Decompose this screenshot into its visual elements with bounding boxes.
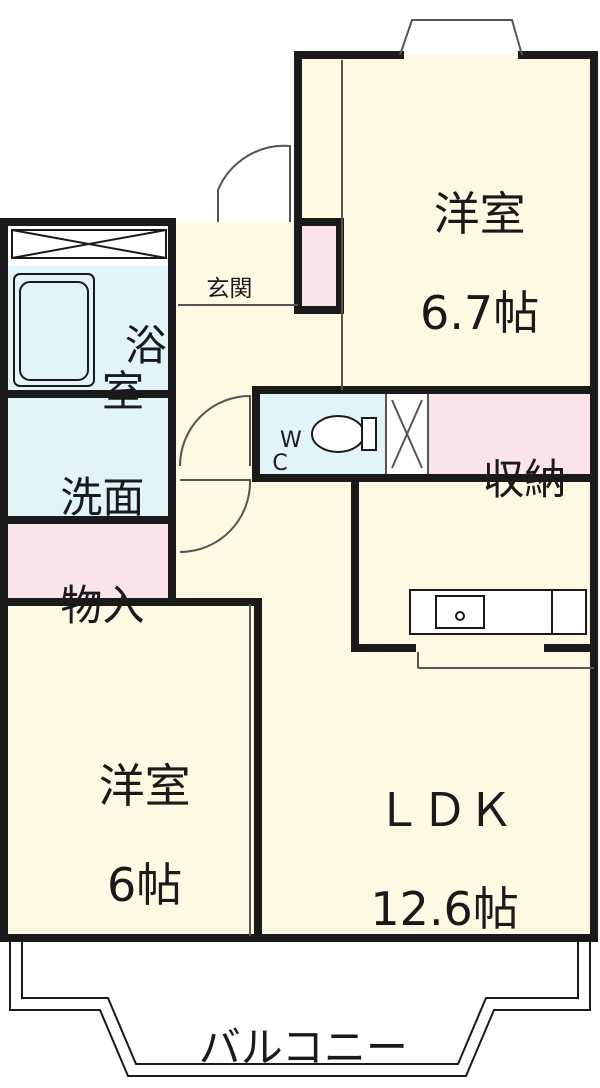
room-label-storage: 収納 (436, 412, 586, 503)
corridor-fill (172, 390, 262, 605)
wall-kitchen (351, 474, 416, 652)
bath-fixtures (11, 229, 167, 387)
bath-label: 浴 室 (101, 321, 167, 416)
shelf-x-2 (11, 229, 167, 259)
wall-entrance-closet (294, 218, 344, 314)
wall-toilet-row (252, 386, 598, 482)
entrance-label: 玄関 (206, 275, 253, 302)
entrance-fill (178, 228, 296, 304)
outer-wall-left (0, 218, 598, 942)
shelf-top (11, 229, 167, 259)
room-label-balcony: バルコニー (140, 980, 440, 1071)
closet-x-2 (391, 399, 423, 469)
western-room-top-fill (298, 55, 594, 390)
entrance-door (217, 144, 291, 222)
western-bottom-size: 6帖 (106, 858, 183, 913)
toilet-bowl (311, 415, 365, 453)
room-label-closet: 物入 (18, 538, 160, 629)
corridor-door (179, 479, 252, 553)
closet-label: 物入 (60, 581, 145, 631)
bathtub-inner (19, 281, 89, 381)
outer-wall-top-room (294, 51, 598, 942)
toilet-door (179, 394, 251, 467)
washroom-fill (8, 394, 170, 520)
room-label-washroom: 洗面 (18, 430, 160, 521)
room-label-ldk: ＬＤＫ 12.6帖 (320, 736, 540, 935)
bathtub (13, 273, 95, 387)
western-top-size: 6.7帖 (420, 286, 540, 341)
ldk-type: ＬＤＫ (375, 782, 514, 837)
balcony-outer (9, 942, 591, 1077)
closet-fill (8, 520, 170, 600)
entrance-closet-fill (298, 222, 338, 308)
drain (455, 611, 465, 621)
balcony-label: バルコニー (198, 1023, 408, 1073)
washroom-label: 洗面 (60, 473, 145, 523)
toilet-fixture (311, 415, 377, 453)
sink (435, 595, 485, 629)
walls (0, 51, 598, 942)
toilet-tank (361, 417, 377, 451)
western-top-type: 洋室 (433, 186, 526, 241)
room-label-western-bottom: 洋室 6帖 (40, 712, 220, 911)
western-room-bottom-fill (8, 600, 258, 938)
thin-lines (178, 60, 594, 936)
kitchen-counter (409, 589, 587, 635)
room-fills (8, 55, 594, 938)
storage-fill (428, 394, 594, 474)
balcony-outline (9, 942, 591, 1077)
room-label-toilet: W C (266, 406, 301, 475)
room-label-bath: 浴 室 (98, 278, 167, 414)
western-bottom-type: 洋室 (98, 758, 191, 813)
room-label-western-top: 洋室 6.7帖 (380, 140, 550, 339)
room-label-entrance: 玄関 (186, 252, 258, 302)
doors (179, 19, 523, 553)
bedroom-door-top-a (399, 19, 523, 56)
toilet-label: W C (272, 428, 302, 477)
balcony-inner (21, 942, 579, 1065)
storage-label: 収納 (482, 455, 567, 505)
ldk-size: 12.6帖 (370, 882, 519, 937)
